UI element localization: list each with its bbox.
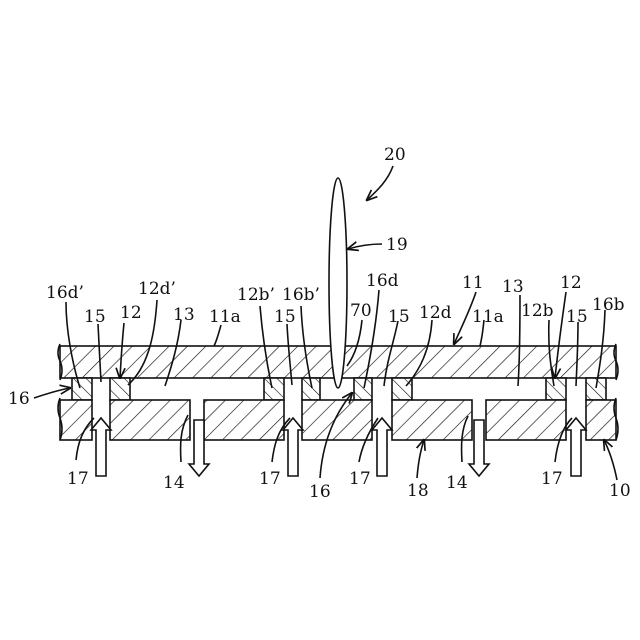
label-16b-prime: 16b’ bbox=[282, 285, 320, 305]
label-16-left: 16 bbox=[8, 389, 30, 409]
label-70: 70 bbox=[350, 301, 372, 321]
label-12d-prime: 12d’ bbox=[138, 279, 176, 299]
label-11: 11 bbox=[462, 273, 484, 293]
label-13-left: 13 bbox=[173, 305, 195, 325]
label-17-b: 17 bbox=[259, 469, 281, 489]
label-11a-right: 11a bbox=[472, 307, 504, 327]
label-16d-prime: 16d’ bbox=[46, 283, 84, 303]
label-15-b: 15 bbox=[274, 307, 296, 327]
label-17-c: 17 bbox=[349, 469, 371, 489]
label-18: 18 bbox=[407, 481, 429, 501]
label-20: 20 bbox=[384, 145, 406, 165]
label-19: 19 bbox=[386, 235, 408, 255]
bottom-plate bbox=[58, 398, 618, 440]
needle-element bbox=[329, 178, 347, 388]
label-15-c: 15 bbox=[388, 307, 410, 327]
label-17-d: 17 bbox=[541, 469, 563, 489]
label-14-right: 14 bbox=[446, 473, 468, 493]
label-15-d: 15 bbox=[566, 307, 588, 327]
label-12-right: 12 bbox=[560, 273, 582, 293]
label-11a-left: 11a bbox=[209, 307, 241, 327]
label-13-right: 13 bbox=[502, 277, 524, 297]
label-12-left: 12 bbox=[120, 303, 142, 323]
label-12b-prime: 12b’ bbox=[237, 285, 275, 305]
label-15-a: 15 bbox=[84, 307, 106, 327]
label-17-a: 17 bbox=[67, 469, 89, 489]
label-12d: 12d bbox=[419, 303, 452, 323]
label-16b: 16b bbox=[592, 295, 625, 315]
label-14-left: 14 bbox=[163, 473, 185, 493]
label-12b: 12b bbox=[521, 301, 554, 321]
label-16-bottom: 16 bbox=[309, 482, 331, 502]
label-16d: 16d bbox=[366, 271, 399, 291]
label-10: 10 bbox=[609, 481, 631, 501]
